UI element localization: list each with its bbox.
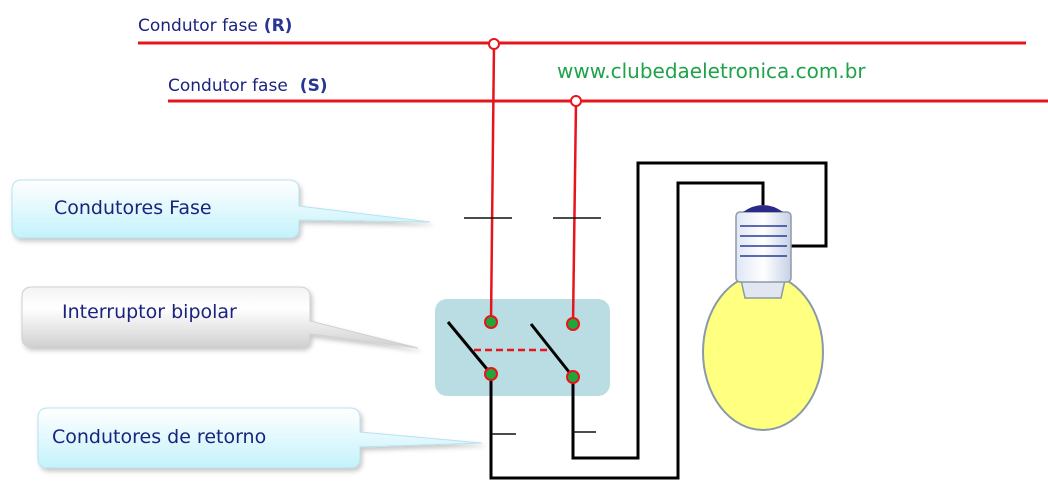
switch-box — [435, 299, 610, 396]
switch-blade-right — [529, 323, 575, 378]
terminal-bottom-right — [566, 370, 580, 384]
callout-phase-conductors — [11, 179, 431, 239]
phase-s-junction — [570, 95, 582, 107]
lamp-socket — [735, 211, 792, 283]
callout-bipolar-switch-label: Interruptor bipolar — [62, 301, 237, 323]
terminal-top-right — [566, 317, 580, 331]
lamp — [702, 205, 824, 431]
phase-r-junction — [488, 38, 500, 50]
return-wire-right — [571, 161, 828, 460]
callout-bipolar-switch-shape — [21, 286, 419, 349]
terminal-bottom-left — [484, 367, 498, 381]
return-wire-left — [489, 181, 765, 480]
lamp-contact — [743, 205, 783, 212]
phase-s-id: (S) — [300, 76, 328, 96]
callout-bipolar-switch — [21, 286, 419, 349]
phase-r-id: (R) — [264, 16, 293, 36]
callout-return-conductors-label: Condutores de retorno — [52, 426, 266, 448]
callout-phase-conductors-shape — [11, 179, 431, 239]
callout-phase-conductors-label: Condutores Fase — [54, 197, 212, 219]
callout-return-conductors-shape — [37, 407, 483, 469]
phase-r-text: Condutor fase — [138, 16, 258, 36]
phase-r-label: Condutor fase (R) — [138, 16, 292, 36]
phase-r-drop-wire — [489, 43, 496, 323]
callout-return-conductors — [37, 407, 483, 469]
phase-s-drop-wire — [571, 101, 578, 325]
website-url: www.clubedaeletronica.com.br — [557, 59, 866, 83]
terminal-top-left — [484, 315, 498, 329]
phase-s-text: Condutor fase — [168, 76, 288, 96]
switch-blade-left — [446, 321, 493, 375]
phase-s-label: Condutor fase (S) — [168, 76, 328, 96]
